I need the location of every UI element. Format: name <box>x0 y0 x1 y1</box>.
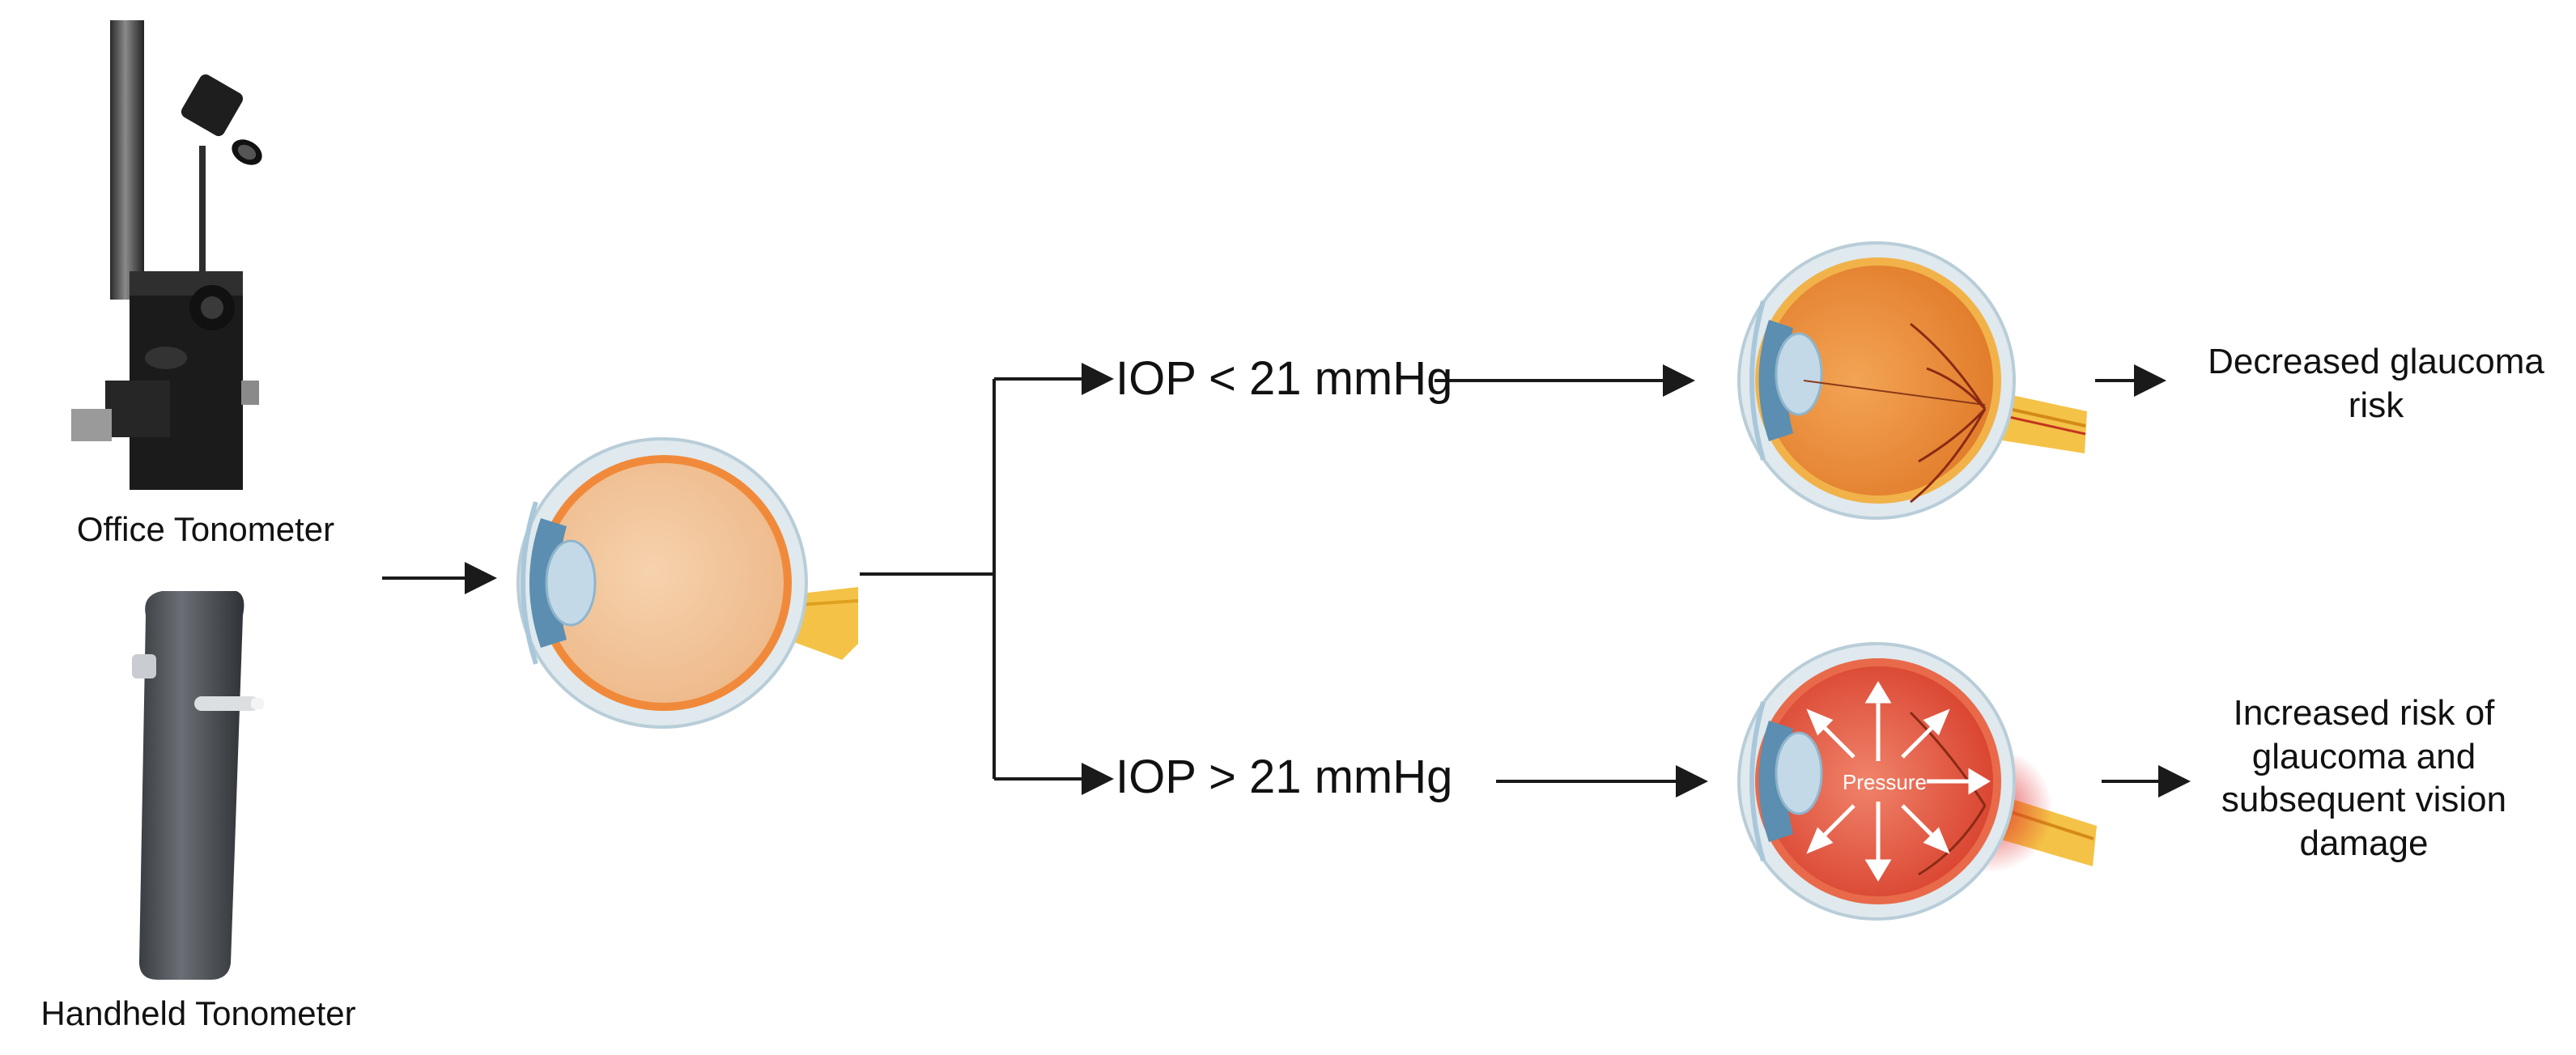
pressure-arrows <box>1806 681 1991 882</box>
tonometer-head <box>181 74 262 165</box>
low-risk-outcome: Decreased glaucoma risk <box>2186 340 2566 427</box>
glaucoma-eye-icon: Pressure <box>1737 642 2097 921</box>
high-risk-outcome-line: damage <box>2299 823 2429 864</box>
handheld-tonometer-label: Handheld Tonometer <box>40 994 356 1032</box>
normal-eye-icon <box>516 437 859 729</box>
office-tonometer-label: Office Tonometer <box>76 510 335 548</box>
handheld-button <box>132 654 156 679</box>
flow-arrows <box>382 363 2191 798</box>
handheld-probe <box>194 696 259 711</box>
tonometer-arm <box>199 146 206 291</box>
brand-logo <box>145 347 187 369</box>
high-risk-outcome-line: subsequent vision <box>2221 780 2507 820</box>
low-risk-outcome-line: risk <box>2348 385 2404 425</box>
tonometer-dial <box>71 409 112 441</box>
handheld-tonometer-image <box>132 591 264 980</box>
handheld-body <box>139 591 244 980</box>
low-risk-outcome-line: Decreased glaucoma <box>2208 342 2544 381</box>
office-tonometer-image <box>71 20 262 490</box>
high-risk-outcome-line: glaucoma and <box>2251 736 2476 776</box>
high-risk-outcome-line: Increased risk of <box>2233 693 2495 733</box>
low-iop-condition: IOP < 21 mmHg <box>1116 352 1453 405</box>
healthy-eye-icon <box>1737 241 2087 520</box>
high-risk-outcome: Increased risk of glaucoma and subsequen… <box>2186 691 2542 866</box>
tonometer-rod <box>110 20 144 300</box>
high-iop-condition: IOP > 21 mmHg <box>1116 751 1453 803</box>
pressure-label: Pressure <box>1843 770 1927 794</box>
